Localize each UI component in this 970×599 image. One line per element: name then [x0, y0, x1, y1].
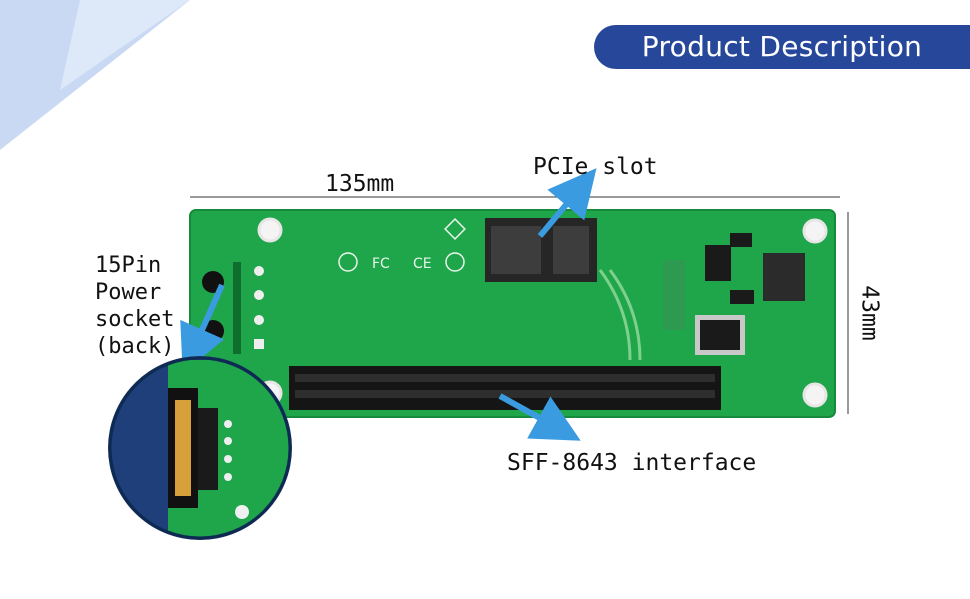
slot-arrow: [537, 168, 597, 238]
width-dimension-label: 135mm: [325, 171, 395, 197]
header-banner: Product Description: [594, 25, 970, 69]
pcb-board: FC CE: [189, 209, 836, 418]
power-socket-label: 15Pin Power socket (back): [95, 253, 175, 359]
interface-arrow: [498, 393, 581, 441]
svg-text:CE: CE: [413, 256, 432, 272]
pcie-slot-label: PCIe slot: [533, 154, 658, 180]
corner-decoration: [0, 0, 190, 150]
page-title: Product Description: [641, 30, 923, 63]
svg-text:FC: FC: [372, 256, 390, 272]
height-dimension-label: 43mm: [856, 285, 883, 341]
power-arrow: [180, 283, 225, 374]
sff-8643-interface-label: SFF-8643 interface: [507, 450, 757, 476]
